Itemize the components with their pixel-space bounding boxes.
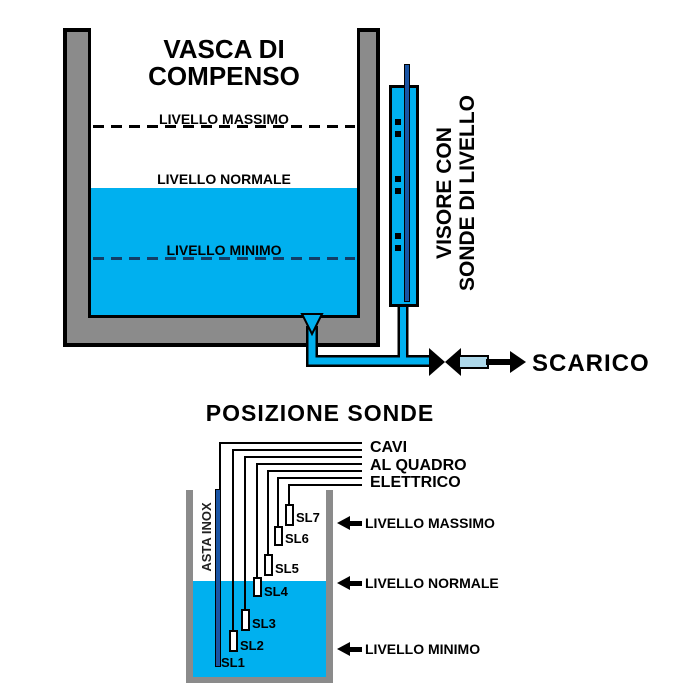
lower-level-max-label: LIVELLO MASSIMO: [365, 515, 495, 531]
viewer-label-line1: VISORE CON: [433, 127, 456, 259]
upper-level-normal-label: LIVELLO NORMALE: [157, 171, 291, 187]
drain-pipe: [300, 304, 436, 367]
cable-label-line1: CAVI: [368, 439, 410, 456]
viewer-label-line2: SONDE DI LIVELLO: [456, 95, 479, 292]
probe-sl7: [285, 504, 294, 526]
upper-tank-title-line2: COMPENSO: [148, 61, 300, 91]
probe-label-sl2: SL2: [240, 638, 264, 653]
viewer-sensor-dot: [395, 119, 401, 125]
valve-icon: [429, 348, 461, 376]
probe-sl2: [229, 630, 238, 652]
lower-tank-wall-right: [326, 490, 333, 683]
level-arrow-max-icon: [337, 516, 362, 530]
level-arrow-normal-icon: [337, 576, 362, 590]
probe-cables: [219, 442, 362, 631]
lower-level-min-label: LIVELLO MINIMO: [365, 641, 481, 657]
upper-tank-title: VASCA DI COMPENSO: [88, 36, 360, 90]
probe-sl5: [264, 554, 273, 576]
viewer-sensor-dot: [395, 233, 401, 239]
probe-sl4: [253, 577, 262, 597]
level-arrow-min-icon: [337, 642, 362, 656]
viewer-sensor-dot: [395, 188, 401, 194]
probe-label-sl6: SL6: [285, 531, 309, 546]
flow-arrow-icon: [486, 351, 526, 373]
probe-sl3: [241, 609, 250, 631]
level-viewer-rod: [404, 64, 410, 302]
viewer-sensor-dot: [395, 176, 401, 182]
lower-tank-wall-bottom: [186, 677, 333, 683]
inox-rod: [215, 489, 221, 667]
lower-title: POSIZIONE SONDE: [205, 400, 435, 426]
probe-label-sl1: SL1: [221, 655, 245, 670]
drain-label: SCARICO: [532, 350, 650, 377]
probe-sl6: [274, 526, 283, 546]
lower-level-normal-label: LIVELLO NORMALE: [365, 575, 499, 591]
upper-level-max-label: LIVELLO MASSIMO: [159, 111, 289, 127]
upper-tank-title-line1: VASCA DI: [163, 34, 285, 64]
lower-tank-wall-left: [186, 490, 193, 683]
viewer-sensor-dot: [395, 131, 401, 137]
viewer-label: VISORE CON SONDE DI LIVELLO: [433, 73, 479, 313]
cable-label-line2: AL QUADRO: [368, 457, 469, 474]
tank-outlet-funnel: [300, 313, 324, 337]
upper-level-min-line: [93, 257, 355, 260]
upper-level-max-line: [93, 125, 355, 128]
probe-label-sl3: SL3: [252, 616, 276, 631]
drain-outlet-pipe: [458, 355, 489, 369]
upper-level-min-label: LIVELLO MINIMO: [166, 242, 282, 258]
viewer-sensor-dot: [395, 245, 401, 251]
probe-label-sl7: SL7: [296, 510, 320, 525]
inox-rod-label: ASTA INOX: [199, 502, 214, 572]
cable-label-line3: ELETTRICO: [368, 474, 463, 491]
probe-label-sl5: SL5: [275, 561, 299, 576]
probe-label-sl4: SL4: [264, 584, 288, 599]
upper-tank-water: [91, 188, 357, 315]
